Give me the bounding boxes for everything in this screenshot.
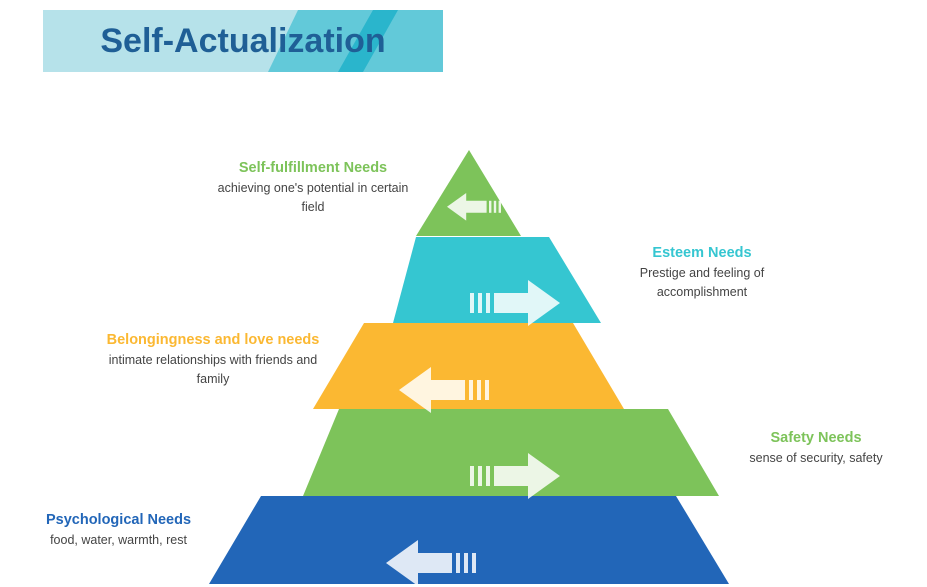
- level-name: Safety Needs: [770, 430, 862, 446]
- arrow-left-icon: [399, 367, 489, 413]
- pyramid-tier-self-fulfillment: [416, 150, 521, 236]
- arrow-left-icon: [447, 193, 501, 221]
- level-description: achieving one's potential in certain fie…: [217, 181, 409, 214]
- label-esteem: Esteem Needs Prestige and feeling of acc…: [610, 245, 794, 302]
- level-name: Psychological Needs: [45, 512, 192, 528]
- label-safety: Safety Needs sense of security, safety: [735, 430, 897, 468]
- level-description: food, water, warmth, rest: [50, 533, 187, 547]
- level-name: Self-fulfillment Needs: [238, 160, 388, 176]
- title-banner-background: [43, 10, 443, 72]
- arrow-right-icon: [470, 280, 560, 326]
- pyramid-tier-safety: [303, 409, 719, 496]
- level-description: intimate relationships with friends and …: [108, 353, 318, 386]
- pyramid-tier-belongingness: [313, 323, 624, 409]
- level-description: sense of security, safety: [749, 451, 883, 465]
- title-banner: Self-Actualization: [43, 10, 443, 72]
- label-psychological: Psychological Needs food, water, warmth,…: [26, 512, 211, 550]
- arrow-right-icon: [470, 453, 560, 499]
- level-name: Belongingness and love needs: [106, 332, 320, 348]
- level-name: Esteem Needs: [652, 245, 752, 261]
- level-description: Prestige and feeling of accomplishment: [639, 266, 765, 299]
- pyramid-tier-psychological: [209, 496, 729, 584]
- label-belongingness: Belongingness and love needs intimate re…: [100, 332, 326, 389]
- arrow-left-icon: [386, 540, 476, 586]
- page-title: Self-Actualization: [100, 22, 386, 60]
- label-self-fulfillment: Self-fulfillment Needs achieving one's p…: [213, 160, 413, 217]
